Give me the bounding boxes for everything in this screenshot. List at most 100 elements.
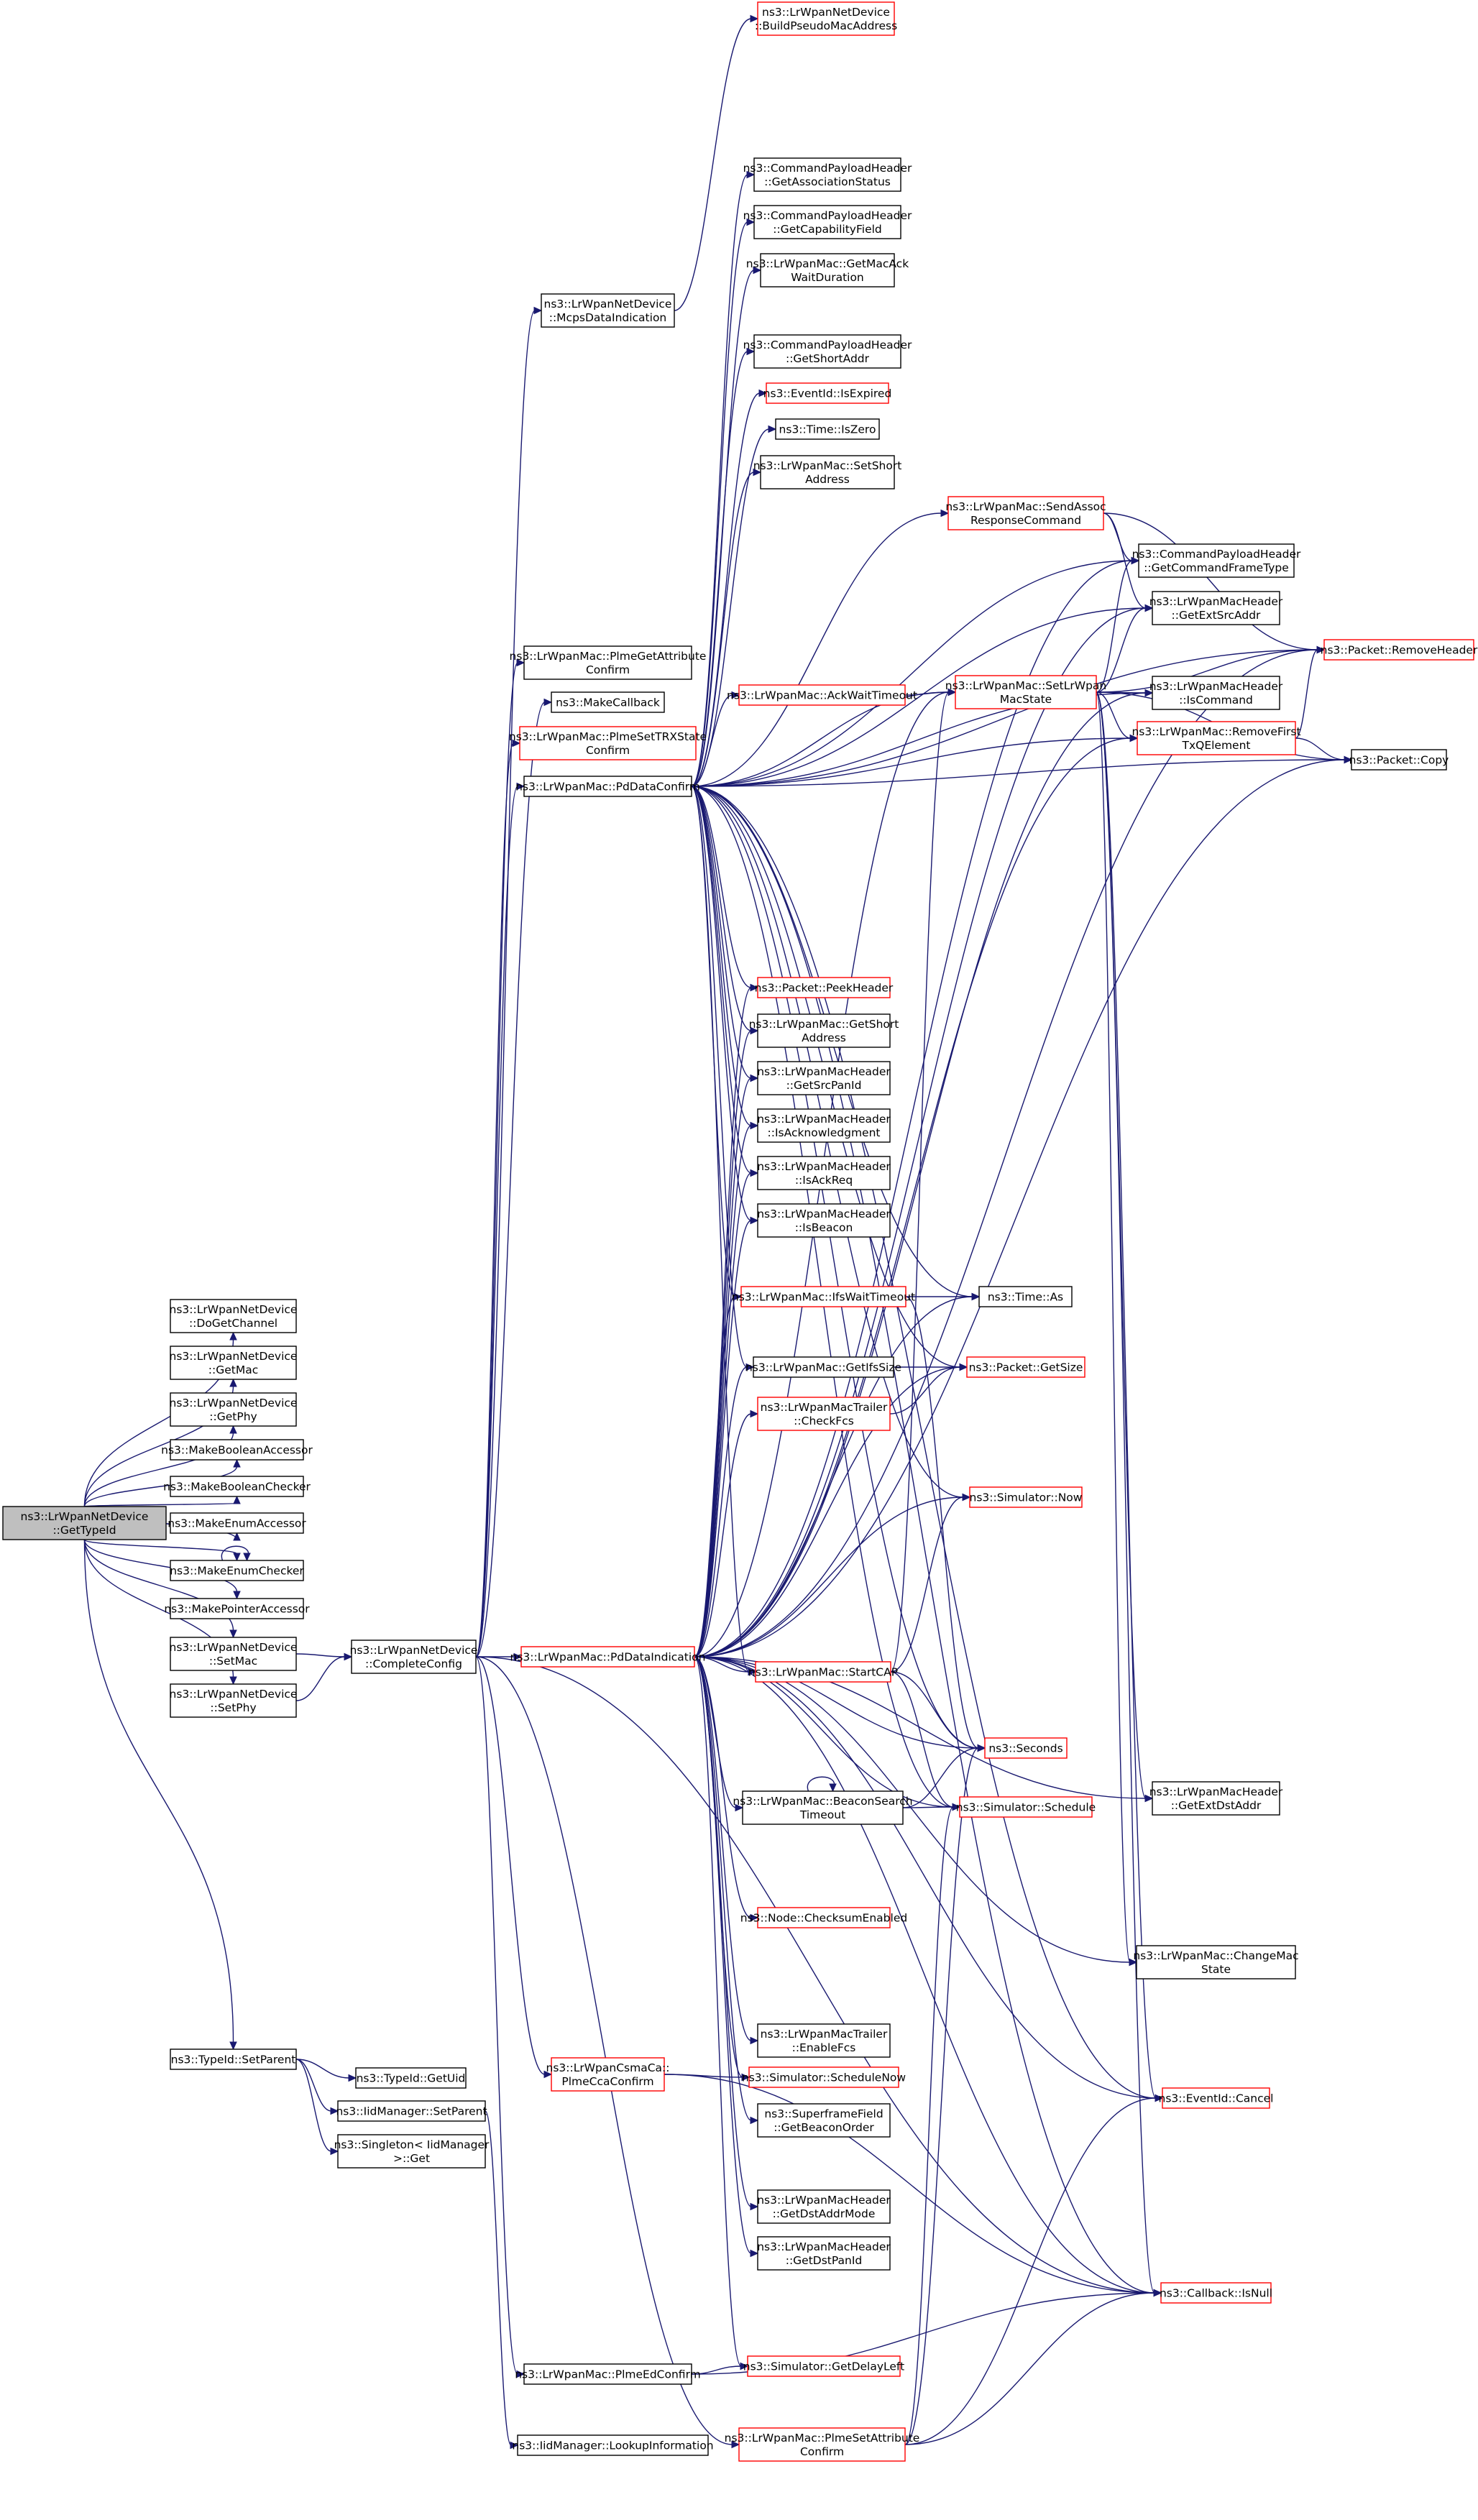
node-startcap[interactable]: ns3::LrWpanMac::StartCAP: [748, 1661, 898, 1683]
node-box[interactable]: [1323, 639, 1474, 661]
node-box[interactable]: [747, 2355, 901, 2377]
node-plmeccaconfirm[interactable]: ns3::LrWpanCsmaCa::PlmeCcaConfirm: [546, 2057, 670, 2092]
node-timeas[interactable]: ns3::Time::As: [978, 1286, 1073, 1307]
node-plmeedconfirm[interactable]: ns3::LrWpanMac::PlmeEdConfirm: [515, 2363, 701, 2385]
node-box[interactable]: [170, 1637, 297, 1671]
node-box[interactable]: [170, 1476, 304, 1497]
node-seconds[interactable]: ns3::Seconds: [984, 1737, 1068, 1759]
node-box[interactable]: [738, 2427, 906, 2462]
node-checkfcs[interactable]: ns3::LrWpanMacTrailer::CheckFcs: [757, 1397, 891, 1431]
node-ifswait[interactable]: ns3::LrWpanMac::IfsWaitTimeout: [732, 1286, 915, 1307]
node-box[interactable]: [753, 157, 901, 192]
node-box[interactable]: [757, 1907, 891, 1928]
node-box[interactable]: [757, 2103, 891, 2138]
node-box[interactable]: [757, 2189, 891, 2224]
node-box[interactable]: [523, 645, 692, 680]
node-box[interactable]: [1160, 2282, 1272, 2304]
node-simnow[interactable]: ns3::Simulator::Now: [969, 1486, 1083, 1508]
node-mkenumacc[interactable]: ns3::MakeEnumAccessor: [167, 1512, 306, 1534]
node-makecallback[interactable]: ns3::MakeCallback: [551, 691, 665, 713]
node-getsrcpanid[interactable]: ns3::LrWpanMacHeader::GetSrcPanId: [757, 1061, 891, 1095]
node-box[interactable]: [766, 382, 889, 404]
node-isack[interactable]: ns3::LrWpanMacHeader::IsAcknowledgment: [757, 1108, 891, 1143]
node-pddataind[interactable]: ns3::LrWpanMac::PdDataIndication: [510, 1646, 706, 1668]
node-root[interactable]: ns3::LrWpanNetDevice::GetTypeId: [2, 1506, 167, 1540]
node-box[interactable]: [757, 1013, 891, 1048]
node-lookupinfo[interactable]: ns3::IidManager::LookupInformation: [512, 2434, 714, 2456]
node-box[interactable]: [517, 2434, 709, 2456]
node-box[interactable]: [1152, 676, 1280, 710]
node-box[interactable]: [170, 1598, 304, 1619]
node-mkptracc[interactable]: ns3::MakePointerAccessor: [164, 1598, 310, 1619]
node-tidsetparent[interactable]: ns3::TypeId::SetParent: [170, 2048, 297, 2070]
node-box[interactable]: [753, 1356, 894, 1378]
node-box[interactable]: [757, 1, 895, 36]
node-box[interactable]: [955, 675, 1097, 709]
node-getmac[interactable]: ns3::LrWpanNetDevice::GetMac: [170, 1346, 298, 1380]
node-isexpired[interactable]: ns3::EventId::IsExpired: [763, 382, 892, 404]
node-box[interactable]: [337, 2100, 486, 2122]
node-cphgetshortaddr[interactable]: ns3::CommandPayloadHeader::GetShortAddr: [743, 334, 912, 369]
node-getcmdframetype[interactable]: ns3::CommandPayloadHeader::GetCommandFra…: [1132, 543, 1301, 578]
node-box[interactable]: [170, 1392, 297, 1427]
node-box[interactable]: [947, 496, 1104, 530]
node-box[interactable]: [523, 2363, 692, 2385]
node-box[interactable]: [966, 1356, 1085, 1378]
node-box[interactable]: [969, 1486, 1083, 1508]
node-singleton[interactable]: ns3::Singleton< IidManager >::Get: [334, 2134, 490, 2169]
node-setphy[interactable]: ns3::LrWpanNetDevice::SetPhy: [170, 1683, 298, 1718]
node-acktimeout[interactable]: ns3::LrWpanMac::AckWaitTimeout: [727, 684, 917, 706]
node-box[interactable]: [775, 418, 880, 440]
node-getifssize[interactable]: ns3::LrWpanMac::GetIfsSize: [745, 1356, 901, 1378]
node-box[interactable]: [1162, 2087, 1270, 2109]
node-box[interactable]: [1136, 1945, 1296, 1979]
node-box[interactable]: [1152, 1781, 1280, 1816]
node-box[interactable]: [757, 1061, 891, 1095]
node-buildpseudo[interactable]: ns3::LrWpanNetDevice::BuildPseudoMacAddr…: [755, 1, 897, 36]
node-getdstaddrmode[interactable]: ns3::LrWpanMacHeader::GetDstAddrMode: [757, 2189, 891, 2224]
node-getextsrcaddr[interactable]: ns3::LrWpanMacHeader::GetExtSrcAddr: [1149, 591, 1283, 625]
node-box[interactable]: [1138, 543, 1295, 578]
node-box[interactable]: [551, 2057, 665, 2092]
node-box[interactable]: [742, 1790, 904, 1825]
node-packetcopy[interactable]: ns3::Packet::Copy: [1349, 749, 1449, 771]
node-box[interactable]: [523, 776, 692, 797]
node-box[interactable]: [755, 1661, 891, 1683]
node-box[interactable]: [978, 1286, 1073, 1307]
node-mkboolchk[interactable]: ns3::MakeBooleanChecker: [163, 1476, 311, 1497]
node-box[interactable]: [757, 1397, 891, 1431]
node-getcapfield[interactable]: ns3::CommandPayloadHeader::GetCapability…: [743, 205, 912, 239]
node-box[interactable]: [170, 1439, 304, 1461]
node-setmac[interactable]: ns3::LrWpanNetDevice::SetMac: [170, 1637, 298, 1671]
node-packetgetsize[interactable]: ns3::Packet::GetSize: [966, 1356, 1085, 1378]
node-pddataconfirm[interactable]: ns3::LrWpanMac::PdDataConfirm: [515, 776, 700, 797]
node-box[interactable]: [757, 1203, 891, 1238]
node-mkenumchk[interactable]: ns3::MakeEnumChecker: [170, 1560, 304, 1581]
node-enablefcs[interactable]: ns3::LrWpanMacTrailer::EnableFcs: [757, 2023, 891, 2058]
node-box[interactable]: [984, 1737, 1068, 1759]
node-mcpsdataind[interactable]: ns3::LrWpanNetDevice::McpsDataIndication: [541, 293, 675, 328]
node-box[interactable]: [738, 684, 906, 706]
node-schedulenow[interactable]: ns3::Simulator::ScheduleNow: [742, 2066, 906, 2088]
node-box[interactable]: [170, 1560, 304, 1581]
node-box[interactable]: [757, 977, 891, 998]
node-box[interactable]: [520, 1646, 695, 1668]
node-peekheader[interactable]: ns3::Packet::PeekHeader: [755, 977, 894, 998]
node-simschedule[interactable]: ns3::Simulator::Schedule: [956, 1796, 1096, 1818]
node-getphy[interactable]: ns3::LrWpanNetDevice::GetPhy: [170, 1392, 298, 1427]
node-getassocstatus[interactable]: ns3::CommandPayloadHeader::GetAssociatio…: [743, 157, 912, 192]
node-box[interactable]: [541, 293, 675, 328]
node-iszero[interactable]: ns3::Time::IsZero: [775, 418, 880, 440]
node-box[interactable]: [757, 1108, 891, 1143]
node-box[interactable]: [760, 253, 895, 288]
node-box[interactable]: [753, 205, 901, 239]
node-box[interactable]: [1351, 749, 1447, 771]
